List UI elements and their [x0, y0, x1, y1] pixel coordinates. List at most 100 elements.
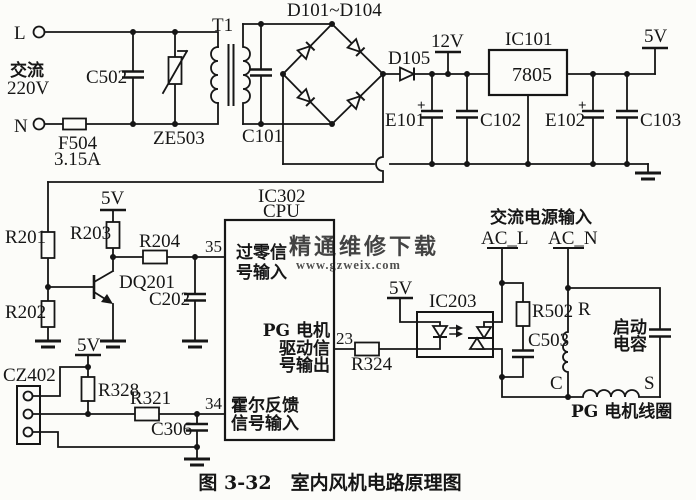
r502-label: R502 — [532, 301, 573, 322]
r328-label: R328 — [98, 380, 139, 401]
ground-symbol-c202 — [182, 339, 208, 349]
bridge-diode-3 — [295, 87, 316, 107]
resistor-r321 — [134, 406, 160, 422]
ac-power-input-header: 交流电源输入 — [490, 207, 592, 228]
terminal-l — [32, 25, 46, 39]
common-terminal-label: C — [550, 373, 563, 394]
opto-5v-label: 5V — [389, 278, 413, 299]
e101-polarity: + — [417, 98, 426, 114]
run-winding — [562, 287, 569, 398]
cpu-label: CPU — [263, 201, 300, 222]
cpu-pg-text-1: PG 电机 — [263, 320, 330, 341]
common-wire — [501, 376, 569, 398]
terminal-n — [32, 117, 46, 131]
e102-polarity: + — [578, 98, 587, 114]
fuse-rating-label: 3.15A — [54, 149, 101, 170]
cz402-pin3 — [22, 426, 34, 438]
terminal-n-label: N — [14, 116, 28, 137]
ground-symbol-bus — [635, 163, 661, 181]
ac-input-section: L N 交流 220V F504 3.15A C502 ZE503 — [7, 23, 219, 170]
hall-section: CZ402 5V R328 R321 C306 — [3, 335, 226, 467]
cz402-pin2 — [22, 408, 34, 420]
varistor-ze503 — [161, 49, 189, 95]
e102-label: E102 — [545, 110, 585, 131]
cpu-hall-text-1: 霍尔反馈 — [231, 395, 299, 416]
c306-label: C306 — [151, 419, 192, 440]
ground-symbol-c306 — [184, 457, 210, 467]
start-capacitor — [567, 287, 671, 398]
ic302-label: IC302 — [258, 186, 306, 207]
connector-cz402 — [16, 385, 41, 445]
resistor-r502 — [515, 301, 531, 327]
bridge-diode-2 — [345, 37, 366, 57]
start-cap-label-2: 电容 — [613, 334, 647, 355]
ac-n-label: AC_N — [548, 228, 598, 249]
hall-vcc-wire — [31, 366, 89, 397]
t1-label: T1 — [212, 15, 233, 36]
r203-label: R203 — [70, 223, 111, 244]
r321-label: R321 — [130, 388, 171, 409]
optocoupler-ic203 — [416, 311, 494, 358]
run-winding-label: R — [578, 299, 591, 320]
ze503-label: ZE503 — [153, 128, 205, 149]
hall-5v-label: 5V — [77, 335, 101, 356]
zero-cross-section: R201 R202 DQ201 5V R203 R204 — [5, 181, 226, 349]
capacitor-c503 — [512, 349, 534, 359]
c503-label: C503 — [528, 330, 569, 351]
fuse-f504 — [62, 117, 87, 131]
resistor-r201 — [40, 231, 56, 259]
cpu-pg-text-2: 驱动信 — [279, 338, 330, 359]
secondary-winding — [242, 23, 251, 125]
pg-coil-label: PG 电机线圈 — [571, 401, 672, 422]
transistor-dq201 — [92, 256, 115, 342]
c502-label: C502 — [86, 67, 127, 88]
terminal-ac-n — [553, 247, 584, 289]
rail-12v — [435, 50, 461, 75]
cpu-zero-text-2: 号输入 — [236, 262, 287, 283]
rectifier-section: C101 D101~D104 D105 12V — [47, 0, 681, 183]
resistor-r203 — [105, 221, 121, 249]
cpu-pg-text-3: 号输出 — [279, 355, 330, 376]
transformer-t1: T1 — [210, 15, 251, 125]
capacitor-e102 — [582, 73, 604, 165]
opto-led — [416, 321, 449, 350]
cz402-label: CZ402 — [3, 365, 56, 386]
capacitor-c502 — [122, 70, 144, 79]
opto-coupling-arrows — [449, 324, 463, 338]
rail-12v-label: 12V — [431, 31, 464, 52]
diode-d105 — [399, 66, 417, 82]
cpu-block — [223, 218, 336, 442]
resistor-r202 — [40, 300, 56, 328]
pin35-label: 35 — [205, 237, 222, 256]
ic203-label: IC203 — [429, 291, 477, 312]
watermark-line-2: www.gzweix.com — [296, 258, 401, 272]
pin34-label: 34 — [205, 394, 223, 413]
transformer-core — [227, 44, 235, 106]
capacitor-c103 — [616, 73, 638, 165]
rail-5v-opto — [387, 296, 418, 323]
rail-5v-label: 5V — [644, 26, 668, 47]
bridge-diode-4 — [345, 91, 366, 111]
c103-label: C103 — [640, 110, 681, 131]
start-terminal-label: S — [644, 373, 655, 394]
zero-cross-feed-wire — [47, 73, 384, 183]
c202-label: C202 — [149, 289, 190, 310]
capacitor-c101 — [250, 23, 272, 125]
bridge-diode-1 — [295, 41, 316, 61]
drive-section: R324 5V IC203 — [333, 278, 503, 378]
r202-label: R202 — [5, 302, 46, 323]
start-cap-label-1: 启动 — [613, 317, 647, 338]
cpu-hall-text-2: 信号输入 — [231, 413, 299, 434]
r201-label: R201 — [5, 227, 46, 248]
ic101-label: IC101 — [505, 29, 553, 50]
terminal-ac-l — [487, 247, 518, 284]
r204-label: R204 — [139, 231, 181, 252]
hall-ground-wire — [31, 431, 198, 448]
primary-winding — [210, 46, 219, 104]
ground-symbol-r202 — [35, 339, 61, 349]
ac-source-label-1: 交流 — [10, 60, 44, 81]
r203-5v-label: 5V — [101, 188, 125, 209]
pin23-label: 23 — [336, 329, 353, 348]
